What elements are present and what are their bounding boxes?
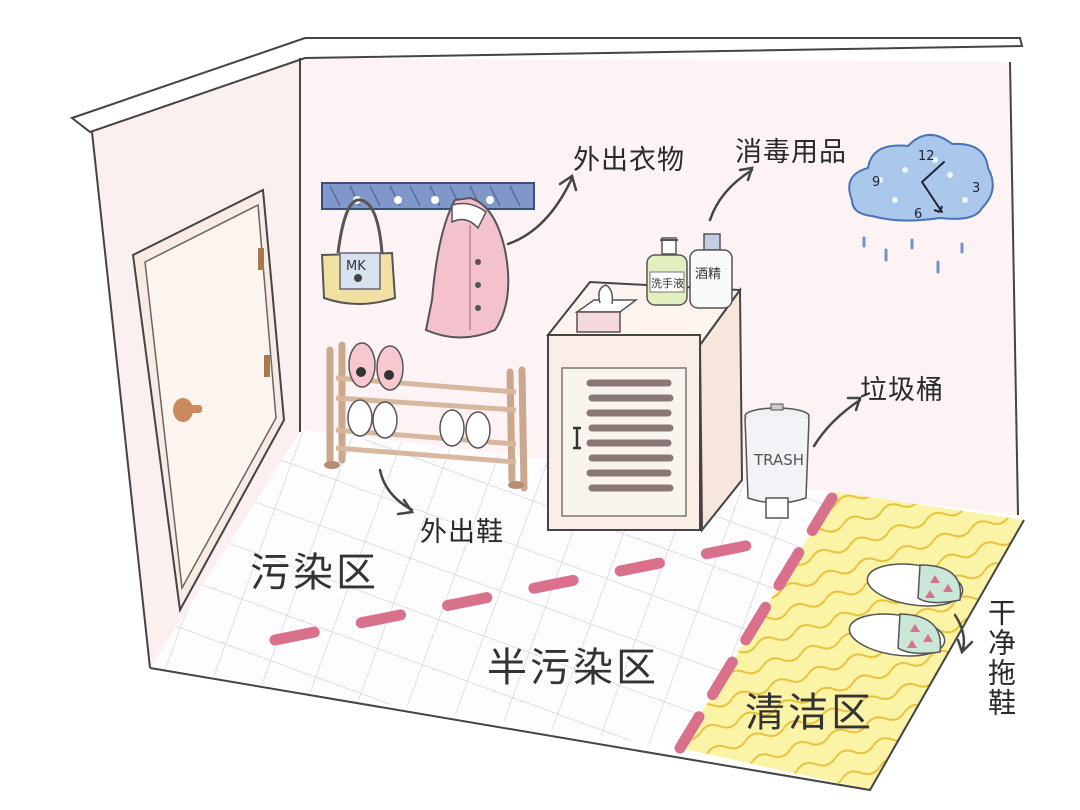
door-knob[interactable] <box>173 398 202 422</box>
handbag: MK <box>320 198 397 305</box>
hook-rack <box>321 182 535 210</box>
label-outer-clothes: 外出衣物 <box>573 145 685 176</box>
annotation-arrows <box>378 166 974 655</box>
clock-12: 12 <box>918 149 935 164</box>
clean-slippers <box>848 563 964 657</box>
cabinet-handle[interactable] <box>573 426 581 450</box>
shoe-rack <box>324 341 528 492</box>
zone-semi-contaminated: 半污染区 <box>487 645 659 691</box>
trash-text: TRASH <box>753 451 804 469</box>
clock-9: 9 <box>872 175 880 190</box>
hand-soap-label: 洗手液 <box>651 276 684 290</box>
label-disinfectant: 消毒用品 <box>735 137 847 168</box>
clock-6: 6 <box>914 207 922 222</box>
clock-3: 3 <box>972 181 980 196</box>
label-clean-slippers: 干净拖鞋 <box>984 598 1017 718</box>
zone-boundary-lines <box>269 492 838 754</box>
cloud-clock: 12 3 6 9 <box>848 134 994 274</box>
label-trash-can: 垃圾桶 <box>860 375 944 406</box>
cabinet-door-pattern <box>586 379 674 492</box>
door[interactable] <box>131 188 286 614</box>
bag-text: MK <box>346 259 366 274</box>
cabinet[interactable] <box>546 280 744 533</box>
alcohol-bottle: 酒精 <box>689 233 733 309</box>
zone-clean: 清洁区 <box>745 690 874 736</box>
tissue-box <box>574 284 639 333</box>
hand-soap-bottle: 洗手液 <box>646 237 688 306</box>
label-outdoor-shoes: 外出鞋 <box>420 517 504 548</box>
alcohol-label: 酒精 <box>695 267 721 282</box>
zone-contaminated: 污染区 <box>250 550 379 596</box>
coat <box>424 196 510 339</box>
trash-can[interactable]: TRASH <box>744 403 810 519</box>
